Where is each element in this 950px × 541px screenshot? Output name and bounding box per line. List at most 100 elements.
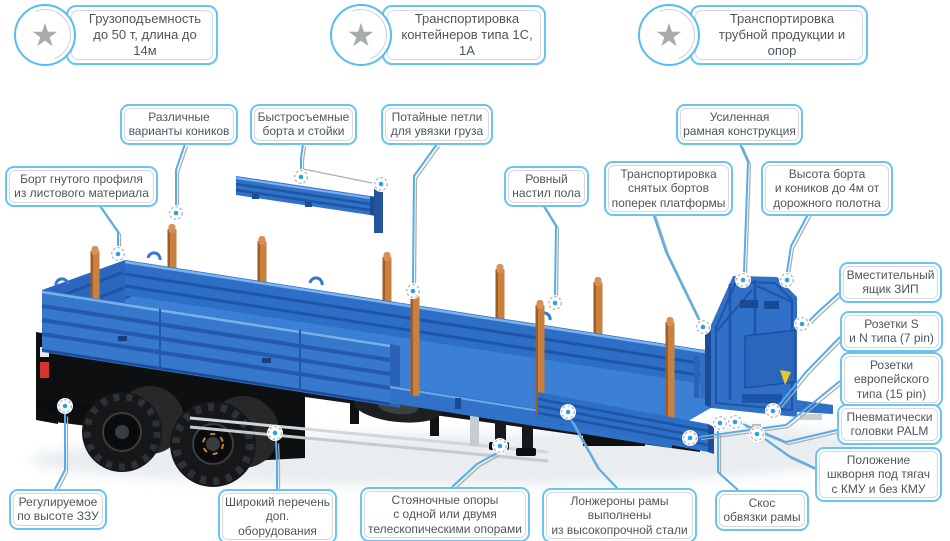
callout-hidden-loops: Потайные петли для увязки груза bbox=[381, 104, 493, 145]
front-bulkhead bbox=[694, 276, 833, 438]
callout-sides-transport: Транспортировка снятых бортов поперек пл… bbox=[604, 161, 733, 217]
badge-containers: ★ Транспортировка контейнеров типа 1С, 1… bbox=[330, 4, 546, 66]
callout-sockets-euro: Розетки европейского типа (15 pin) bbox=[840, 352, 943, 408]
callout-zip-box: Вместительный ящик ЗИП bbox=[839, 262, 942, 303]
leader-line bbox=[651, 209, 700, 321]
side-guard bbox=[189, 414, 549, 463]
hotspot-marker[interactable] bbox=[727, 414, 743, 430]
leader-line bbox=[177, 146, 189, 208]
callout-kingpin-position: Положение шкворня под тягач с КМУ и без … bbox=[815, 447, 942, 503]
callout-label: Лонжероны рамы выполнены из высокопрочно… bbox=[551, 494, 688, 537]
callout-label: Ровный настил пола bbox=[512, 172, 581, 201]
callout-palm-heads: Пневматически головки PALM bbox=[837, 404, 942, 445]
callout-label: Широкий перечень доп. оборудования bbox=[225, 495, 330, 538]
badge-box: Грузоподъемность до 50 т, длина до 14м bbox=[66, 4, 218, 66]
leader-line bbox=[570, 419, 618, 489]
callout-quick-release-sides: Быстросъемные борта и стойки bbox=[250, 104, 357, 145]
floating-board bbox=[235, 176, 383, 233]
callout-label: Высота борта и коников до 4м от дорожног… bbox=[773, 167, 881, 210]
hotspot-marker[interactable] bbox=[168, 205, 184, 221]
leader-line bbox=[302, 146, 307, 172]
leader-line bbox=[741, 146, 752, 275]
leader-line bbox=[414, 146, 441, 286]
leader-line bbox=[175, 143, 186, 205]
hotspot-marker[interactable] bbox=[293, 169, 309, 185]
callout-label: Быстросъемные борта и стойки bbox=[257, 110, 350, 139]
callout-label: Потайные петли для увязки груза bbox=[390, 110, 484, 139]
leader-line bbox=[788, 209, 816, 275]
wheels bbox=[82, 386, 442, 487]
callout-label: Розетки европейского типа (15 pin) bbox=[853, 358, 930, 401]
hotspot-marker[interactable] bbox=[405, 283, 421, 299]
hotspot-marker[interactable] bbox=[682, 430, 698, 446]
callout-parking-supports: Стояночные опоры с одной или двумя телес… bbox=[360, 487, 530, 541]
leader-line bbox=[780, 339, 843, 408]
star-icon: ★ bbox=[30, 17, 60, 53]
leader-lines bbox=[54, 143, 843, 493]
leader-line bbox=[764, 438, 816, 469]
callout-reinforced-frame: Усиленная рамная конструкция bbox=[676, 104, 803, 145]
badge-circle: ★ bbox=[330, 4, 392, 66]
badge-label: Грузоподъемность до 50 т, длина до 14м bbox=[88, 10, 202, 59]
hotspot-marker[interactable] bbox=[695, 319, 711, 335]
leader-line bbox=[653, 212, 703, 323]
callout-label: Регулируемое по высоте ЗЗУ bbox=[17, 495, 99, 524]
callout-sockets-sn: Розетки S и N типа (7 pin) bbox=[840, 311, 943, 352]
hotspot-marker[interactable] bbox=[110, 246, 126, 262]
callout-bent-profile-side: Борт гнутого профиля из листового матери… bbox=[5, 166, 158, 207]
leader-line bbox=[300, 143, 304, 169]
star-icon: ★ bbox=[346, 17, 376, 53]
leader-line bbox=[778, 336, 841, 406]
leader-line bbox=[717, 431, 739, 491]
callout-frame-bevel: Скос обвязки рамы bbox=[715, 490, 809, 531]
leader-line bbox=[698, 380, 841, 438]
hotspot-marker[interactable] bbox=[749, 426, 765, 442]
leader-line bbox=[275, 440, 278, 489]
hotspot-marker[interactable] bbox=[794, 316, 810, 332]
leader-line bbox=[277, 443, 281, 492]
callout-flat-floor: Ровный настил пола bbox=[504, 166, 589, 207]
leader-line bbox=[412, 143, 438, 284]
hotspot-marker[interactable] bbox=[267, 425, 283, 441]
stakes-near-rear bbox=[90, 246, 100, 305]
callout-label: Пневматически головки PALM bbox=[846, 410, 933, 439]
star-icon: ★ bbox=[654, 17, 684, 53]
callout-label: Усиленная рамная конструкция bbox=[683, 110, 796, 139]
callout-adjustable-zzu: Регулируемое по высоте ЗЗУ bbox=[9, 489, 107, 530]
callout-label: Вместительный ящик ЗИП bbox=[846, 268, 935, 297]
hotspot-marker[interactable] bbox=[765, 403, 781, 419]
hotspot-marker[interactable] bbox=[373, 176, 389, 192]
rear-box bbox=[41, 246, 400, 408]
leader-line bbox=[739, 143, 749, 273]
hotspot-marker[interactable] bbox=[57, 398, 73, 414]
callout-konik-variants: Различные варианты коников bbox=[120, 104, 238, 145]
hotspot-marker[interactable] bbox=[560, 404, 576, 420]
leader-line bbox=[811, 295, 842, 324]
callout-label: Положение шкворня под тягач с КМУ и без … bbox=[827, 453, 930, 496]
hotspot-marker[interactable] bbox=[735, 272, 751, 288]
badge-pipes: ★ Транспортировка трубной продукции и оп… bbox=[638, 4, 868, 66]
hotspot-marker[interactable] bbox=[712, 415, 728, 431]
stakes-far bbox=[167, 224, 603, 340]
badge-circle: ★ bbox=[14, 4, 76, 66]
hotspot-marker[interactable] bbox=[492, 438, 508, 454]
badge-label: Транспортировка контейнеров типа 1С, 1А bbox=[401, 10, 533, 59]
badge-capacity: ★ Грузоподъемность до 50 т, длина до 14м bbox=[14, 4, 218, 66]
callout-label: Различные варианты коников bbox=[128, 110, 230, 139]
hotspot-markers bbox=[57, 169, 810, 454]
callout-height-4m: Высота борта и коников до 4м от дорожног… bbox=[761, 161, 893, 217]
badge-box: Транспортировка трубной продукции и опор bbox=[690, 4, 868, 66]
badge-box: Транспортировка контейнеров типа 1С, 1А bbox=[382, 4, 546, 66]
badge-label: Транспортировка трубной продукции и опор bbox=[718, 10, 846, 59]
leader-line bbox=[542, 204, 557, 296]
leader-line bbox=[99, 205, 119, 246]
hotspot-marker[interactable] bbox=[779, 272, 795, 288]
leader-line bbox=[302, 168, 373, 184]
leader-line bbox=[808, 292, 840, 322]
callout-label: Транспортировка снятых бортов поперек пл… bbox=[611, 167, 726, 210]
wheel-front bbox=[170, 401, 256, 487]
callout-label: Стояночные опоры с одной или двумя телес… bbox=[368, 493, 522, 536]
hotspot-marker[interactable] bbox=[547, 295, 563, 311]
badge-circle: ★ bbox=[638, 4, 700, 66]
